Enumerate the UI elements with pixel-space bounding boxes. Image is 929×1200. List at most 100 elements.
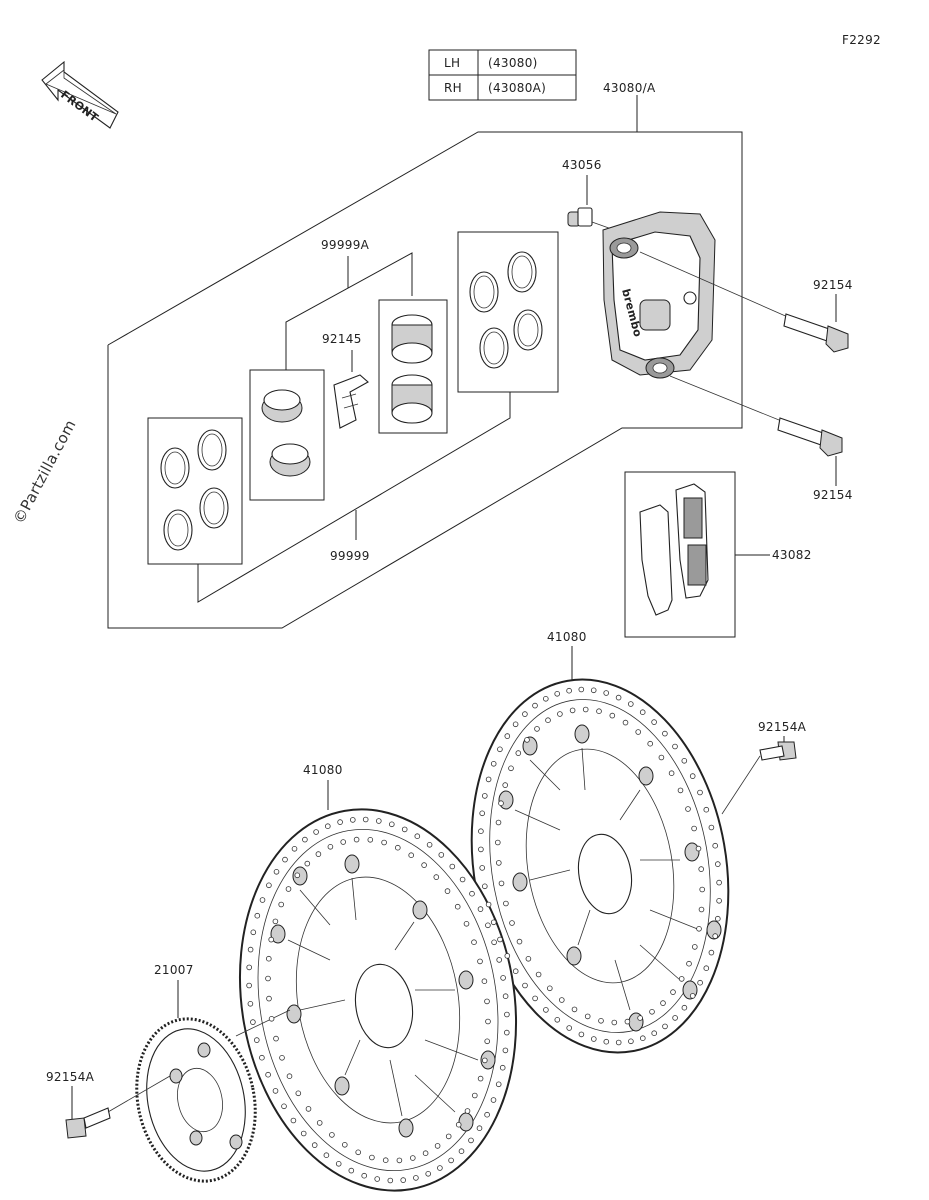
disc-vent-hole	[515, 750, 522, 756]
disc-vent-hole	[444, 888, 451, 894]
disc-vent-hole	[266, 882, 272, 889]
callout-92154-upper: 92154	[813, 278, 853, 292]
disc-vent-hole	[689, 773, 696, 779]
disc-vent-hole	[278, 901, 285, 908]
disc-vent-hole	[476, 1125, 483, 1131]
disc-vent-hole	[670, 989, 676, 995]
disc-vent-hole	[295, 1090, 302, 1097]
disc-right-holes-outer	[478, 686, 722, 1046]
disc-vent-hole	[498, 880, 505, 887]
disc-vent-hole	[498, 800, 504, 806]
disc-vent-hole	[481, 1057, 488, 1064]
disc-vent-hole	[265, 955, 272, 962]
disc-vent-hole	[246, 964, 253, 971]
disc-vent-hole	[304, 860, 311, 867]
disc-vent-hole	[323, 1152, 330, 1158]
disc-vent-hole	[437, 1165, 443, 1171]
caliper-assembly-frame	[107, 95, 743, 629]
disc-vent-hole	[703, 965, 710, 971]
disc-vent-hole	[272, 918, 279, 925]
disc-bolt-right	[759, 741, 797, 761]
disc-vent-hole	[689, 993, 696, 999]
disc-vent-hole	[703, 806, 710, 813]
disc-vent-hole	[651, 719, 657, 725]
disc-vent-hole	[459, 876, 466, 883]
disc-left-holes-inner	[265, 836, 491, 1164]
disc-vent-hole	[477, 1075, 484, 1082]
disc-vent-hole	[335, 1161, 342, 1167]
disc-vent-hole	[554, 1016, 561, 1023]
disc-vent-hole	[698, 906, 705, 913]
disc-vent-hole	[490, 1097, 497, 1103]
disc-vent-hole	[247, 1000, 254, 1007]
disc-vent-hole	[394, 844, 401, 851]
disc-vent-hole	[273, 868, 280, 875]
disc-vent-hole	[495, 819, 502, 826]
disc-vent-hole	[421, 862, 427, 868]
disc-vent-hole	[259, 1054, 265, 1061]
disc-vent-hole	[408, 852, 415, 858]
disc-vent-hole	[516, 938, 523, 945]
disc-vent-hole	[477, 958, 483, 965]
abs-sensor-rotor	[135, 1017, 257, 1183]
disc-vent-hole	[554, 690, 560, 697]
disc-vent-hole	[341, 1142, 348, 1148]
disc-vent-hole	[254, 912, 261, 919]
disc-vent-hole	[348, 1167, 355, 1174]
disc-vent-hole	[388, 821, 395, 828]
disc-vent-hole	[315, 851, 322, 857]
disc-vent-hole	[281, 1103, 287, 1110]
disc-vent-hole	[628, 1038, 634, 1045]
disc-vent-hole	[286, 1073, 293, 1079]
disc-vent-hole	[294, 872, 301, 879]
front-direction-arrow: FRONT	[41, 60, 119, 129]
disc-vent-hole	[426, 841, 433, 848]
disc-vent-hole	[349, 817, 356, 823]
disc-vent-hole	[603, 690, 609, 696]
disc-vent-hole	[471, 939, 477, 945]
disc-vent-hole	[504, 953, 511, 959]
callout-41080-right: 41080	[547, 630, 587, 644]
disc-vent-hole	[615, 1039, 622, 1046]
disc-vent-hole	[525, 955, 532, 962]
disc-vent-hole	[455, 1121, 462, 1128]
disc-vent-hole	[582, 706, 589, 713]
disc-vent-hole	[302, 836, 308, 843]
disc-vent-hole	[311, 1142, 318, 1148]
disc-vent-hole	[313, 829, 319, 835]
disc-vent-hole	[699, 886, 705, 893]
disc-vent-hole	[651, 1030, 657, 1036]
disc-vent-hole	[425, 1171, 432, 1177]
disc-vent-hole	[265, 1071, 271, 1078]
disc-vent-hole	[512, 721, 519, 728]
callout-43056: 43056	[562, 158, 602, 172]
disc-vent-hole	[381, 839, 387, 846]
callout-21007: 21007	[154, 963, 194, 977]
disc-vent-hole	[282, 856, 288, 863]
disc-vent-hole	[590, 1036, 597, 1042]
disc-vent-hole	[496, 957, 503, 963]
disc-vent-hole	[449, 863, 456, 870]
disc-vent-hole	[329, 1132, 335, 1138]
caliper-side-table: LH (43080) RH (43080A)	[428, 49, 577, 101]
disc-vent-hole	[535, 971, 542, 978]
disc-vent-hole	[494, 839, 501, 846]
caliper-bolt-lower	[777, 417, 843, 457]
disc-vent-hole	[481, 883, 488, 890]
disc-vent-hole	[658, 754, 665, 761]
disc-vent-hole	[546, 985, 553, 992]
disc-vent-hole	[490, 919, 497, 926]
watermark: ©Partzilla.com	[10, 417, 80, 527]
disc-vent-hole	[712, 933, 718, 939]
disc-vent-hole	[247, 946, 254, 953]
disc-vent-hole	[434, 1143, 441, 1149]
callout-92154a-left: 92154A	[46, 1070, 95, 1084]
disc-vent-hole	[635, 729, 641, 735]
disc-vent-hole	[316, 1120, 323, 1126]
disc-vent-hole	[382, 1157, 389, 1163]
disc-vent-hole	[508, 765, 514, 772]
disc-vent-hole	[265, 975, 271, 982]
disc-vent-hole	[387, 1177, 394, 1184]
disc-vent-hole	[305, 1106, 312, 1112]
